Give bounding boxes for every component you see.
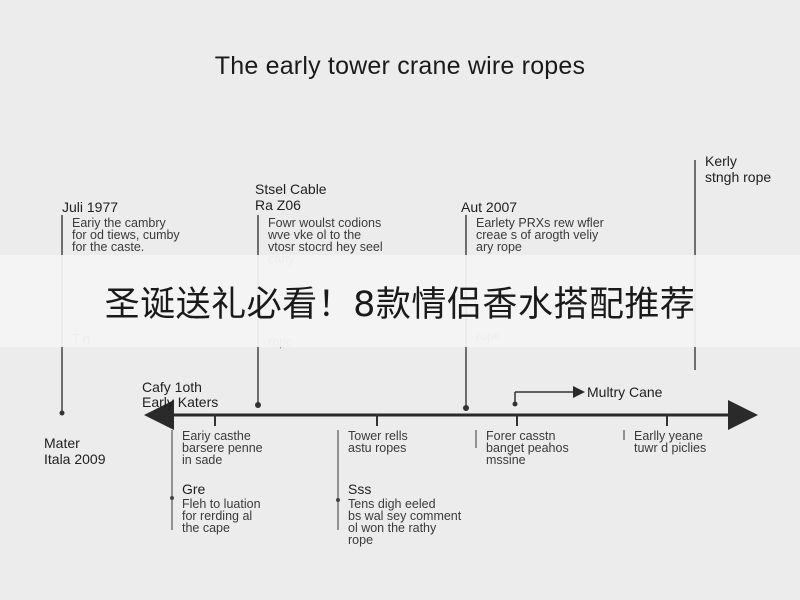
dot-1: [59, 410, 65, 416]
event-1-text-1: Eariy the cambry: [72, 216, 166, 230]
lower-event-2-text-2: astu ropes: [348, 441, 407, 455]
lower-event-2-sub-text-2: bs wal sey comment: [348, 509, 462, 523]
event-3-date: Aut 2007: [461, 199, 518, 215]
lower-event-1-sub-label: Gre: [182, 481, 206, 497]
event-4-text-1: stngh rope: [705, 169, 772, 185]
lower-event-3-text-2: banget peahos: [486, 441, 569, 455]
axis-label-left-bottom-1: Mater: [44, 435, 80, 451]
event-3-text-1: Earlety PRXs rew wfler: [476, 216, 604, 230]
axis-label-left-top-2: Early Katers: [142, 394, 219, 410]
event-2-text-3: vtosr stocrd hey seel: [268, 240, 383, 254]
event-2-text-1: Fowr woulst codions: [268, 216, 382, 230]
event-4-date: Kerly: [705, 153, 737, 169]
page-title: The early tower crane wire ropes: [214, 52, 586, 80]
dot-2: [255, 402, 261, 408]
lower-event-1-text-1: Eariy casthe: [182, 429, 251, 443]
event-1-text-2: for od tiews, cumby: [72, 228, 180, 242]
banner-text: 圣诞送礼必看！8款情侣香水搭配推荐: [104, 284, 696, 325]
lower-event-2-sub-text-1: Tens digh eeled: [348, 497, 436, 511]
lower-event-2-sub-text-3: ol won the rathy: [348, 521, 437, 535]
lower-event-1-text-2: barsere penne: [182, 441, 263, 455]
lower-event-1-sub-text-3: the cape: [182, 521, 230, 535]
lower-event-1-sub-text-2: for rerding al: [182, 509, 253, 523]
event-2-text-2: wve vke ol to the: [268, 228, 362, 242]
lower-event-2-sub-text-4: rope: [348, 533, 374, 547]
lower-event-2-sub-label: Sss: [348, 481, 372, 497]
lower-event-1-sub-text-1: Fleh to luation: [182, 497, 261, 511]
event-2-date: Ra Z06: [255, 197, 301, 213]
lower-event-3-text-1: Forer casstn: [486, 429, 556, 443]
arrow-dot: [512, 401, 518, 407]
axis-label-left-top-1: Cafy 1oth: [142, 379, 202, 395]
event-1-text-3: for the caste.: [72, 240, 145, 254]
lower-event-2-text-1: Tower rells: [348, 429, 408, 443]
lower-event-3-text-3: mssine: [486, 453, 526, 467]
dot-3: [463, 405, 469, 411]
event-2-heading: Stsel Cable: [255, 181, 327, 197]
lower-event-4-text-2: tuwr d piclies: [634, 441, 707, 455]
event-3-text-3: ary rope: [476, 240, 522, 254]
axis-label-left-bottom-2: Itala 2009: [44, 451, 106, 467]
event-1-date: Juli 1977: [62, 199, 119, 215]
lower-event-4-text-1: Earlly yeane: [634, 429, 703, 443]
event-3-text-2: creae s of arogth veliy: [476, 228, 599, 242]
arrow-label: Multry Cane: [587, 384, 663, 400]
banner-overlay: [0, 255, 800, 347]
lower-event-1-text-3: in sade: [182, 453, 223, 467]
